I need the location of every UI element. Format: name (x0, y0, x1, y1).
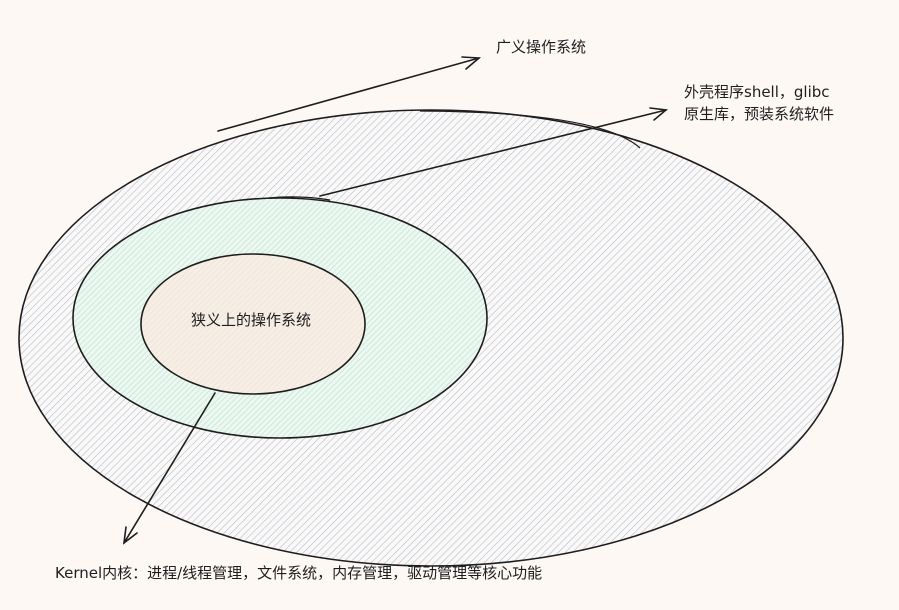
kernel-label: Kernel内核：进程/线程管理，文件系统，内存管理，驱动管理等核心功能 (55, 564, 543, 582)
middle-ellipse-sketch-stroke (267, 196, 331, 201)
arrow-shell (319, 107, 668, 197)
shell-label-line1: 外壳程序shell，glibc (684, 83, 830, 101)
broad-os-label: 广义操作系统 (496, 38, 587, 56)
inner-ellipse-narrow-os (140, 253, 366, 395)
narrow-os-label: 狭义上的操作系统 (191, 311, 312, 329)
arrow-kernel (122, 392, 216, 545)
outer-ellipse-sketch-stroke (419, 110, 641, 149)
arrow-broad-os (217, 56, 482, 132)
shell-label-line2: 原生库，预装系统软件 (684, 105, 835, 123)
